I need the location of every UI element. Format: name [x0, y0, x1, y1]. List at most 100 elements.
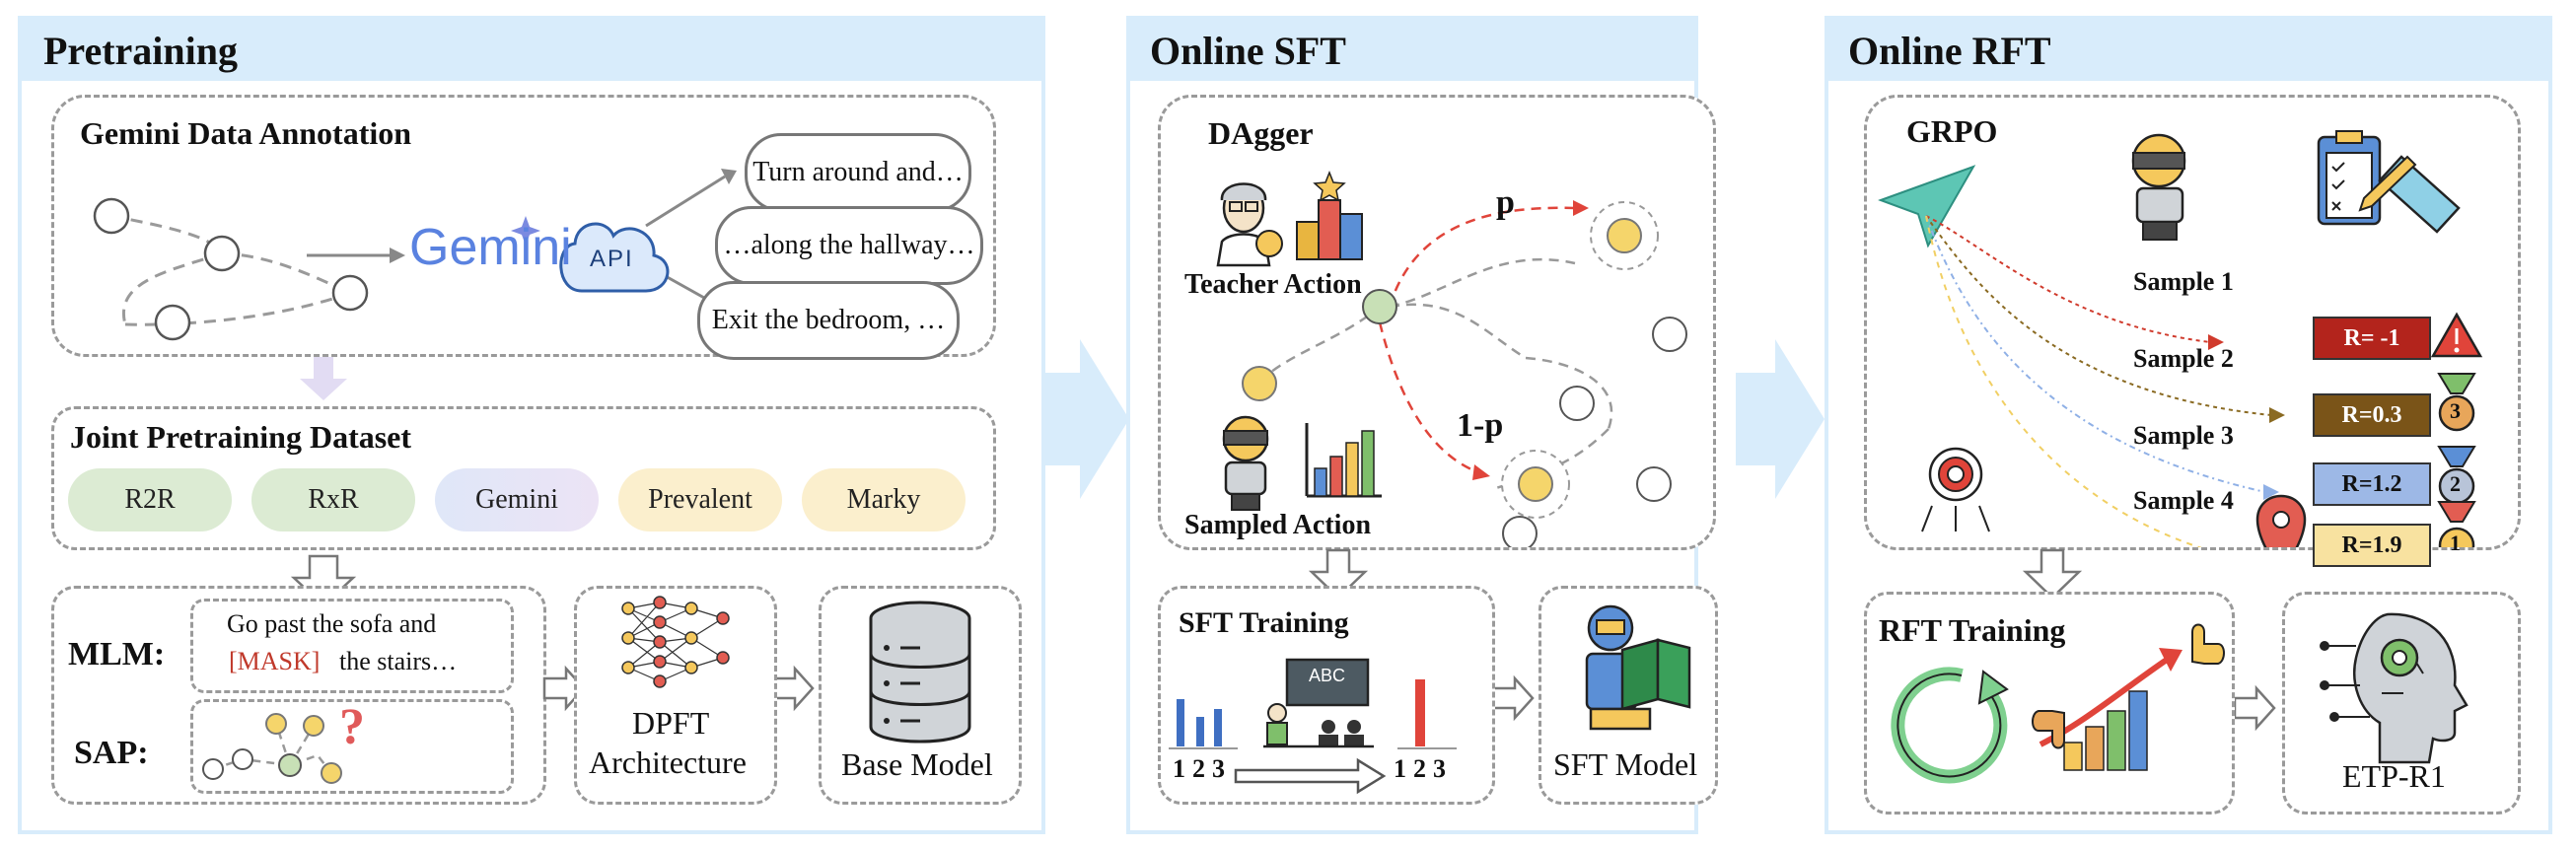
graph-node: [154, 304, 191, 341]
database-icon: [869, 601, 971, 744]
reward-box-1: R= -1: [2313, 317, 2431, 360]
online-sft-header: Online SFT: [1130, 20, 1694, 81]
mlm-mask-token: [MASK]: [229, 647, 321, 675]
thumbs-down-icon: [2032, 710, 2065, 749]
dataset-title: Joint Pretraining Dataset: [70, 419, 412, 455]
medal-number-gold: 1: [2450, 531, 2461, 555]
gemini-logo-text: Gemini: [409, 219, 572, 276]
dagger-box: DAgger: [1158, 95, 1716, 550]
one-minus-p-label: 1-p: [1457, 407, 1504, 444]
tick-right-2: 2: [1413, 754, 1426, 783]
architecture-label-line2: Architecture: [589, 744, 747, 780]
sft-model-label: SFT Model: [1553, 746, 1698, 782]
neural-network-icon: [621, 596, 730, 688]
tick-left-3: 3: [1212, 754, 1225, 783]
dataset-item-gemini: Gemini: [435, 468, 599, 531]
pencil-icon: [2358, 155, 2417, 212]
classroom-icon: [1263, 658, 1374, 748]
annotation-box: Gemini Data Annotation Gemini API Turn a…: [51, 95, 996, 360]
p-label: p: [1496, 184, 1515, 221]
sap-question-mark: ?: [339, 699, 365, 755]
mlm-text-line2: the stairs…: [339, 647, 458, 675]
online-rft-header: Online RFT: [1828, 20, 2548, 81]
robot-icon: [2131, 133, 2186, 241]
tick-left-1: 1: [1173, 754, 1185, 783]
graph-node: [331, 274, 369, 312]
dagger-title: DAgger: [1208, 115, 1314, 151]
base-model-label: Base Model: [841, 746, 993, 782]
sap-label: SAP:: [74, 735, 149, 771]
rft-training-box: RFT Training: [1864, 592, 2235, 815]
online-rft-title: Online RFT: [1848, 29, 2051, 73]
sft-training-graphic: [1169, 658, 1457, 795]
sft-training-box: SFT Training ABC 1 2 3 1 2 3: [1158, 586, 1495, 805]
warning-icon: [2430, 312, 2483, 358]
target-icon: [1921, 447, 1990, 532]
api-cloud-icon: [559, 222, 670, 293]
podium-icon: [1296, 170, 1363, 260]
tick-right-1: 1: [1394, 754, 1406, 783]
paper-plane-icon: [1878, 165, 1976, 248]
online-rft-panel: Online RFT GRPO: [1825, 16, 2552, 834]
board-text: ABC: [1309, 666, 1346, 685]
tasks-box: MLM: Go past the sofa and [MASK] the sta…: [51, 586, 546, 805]
online-sft-panel: Online SFT DAgger: [1126, 16, 1718, 834]
sample-label-3: Sample 3: [2133, 421, 2234, 450]
teacher-action-label: Teacher Action: [1184, 269, 1362, 300]
reward-box-3: R=1.2: [2313, 462, 2431, 506]
thumbs-up-icon: [2191, 623, 2225, 665]
tick-left-2: 2: [1192, 754, 1205, 783]
mlm-text-box: Go past the sofa and [MASK] the stairs…: [190, 599, 514, 693]
api-label: API: [590, 246, 634, 272]
rft-flow-arrows: [2022, 548, 2276, 732]
instruction-bubble-1: Turn around and…: [745, 133, 971, 212]
growth-chart-icon: [2039, 648, 2182, 771]
robot-reading-icon: [1585, 604, 1691, 731]
mlm-text-line1: Go past the sofa and: [227, 609, 437, 638]
tick-right-3: 3: [1433, 754, 1446, 783]
location-pin-icon: [2255, 494, 2307, 547]
grpo-box: GRPO: [1864, 95, 2521, 567]
base-model-box: Base Model: [819, 586, 1022, 805]
sample-label-4: Sample 4: [2133, 486, 2234, 515]
final-model-box: ETP-R1: [2282, 592, 2521, 815]
refresh-cycle-icon: [1891, 667, 2009, 784]
sft-model-box: SFT Model: [1538, 586, 1718, 805]
sample-label-1: Sample 1: [2133, 267, 2234, 296]
sft-flow-arrows: [1308, 548, 1535, 722]
dataset-item-prevalent: Prevalent: [618, 468, 782, 531]
online-sft-title: Online SFT: [1150, 29, 1346, 73]
mlm-label: MLM:: [68, 636, 166, 673]
rft-training-title: RFT Training: [1879, 612, 2066, 648]
rft-training-graphic: [1891, 623, 2225, 784]
reward-box-4: R=1.9: [2313, 524, 2431, 567]
arrow-pretrain-to-sft: [1040, 339, 1129, 499]
dagger-graph: [1216, 170, 1687, 547]
instruction-bubble-3: Exit the bedroom, …: [697, 281, 960, 360]
dataset-box: Joint Pretraining Dataset R2R RxR Gemini…: [51, 406, 996, 550]
sampled-action-label: Sampled Action: [1184, 510, 1372, 540]
pretraining-title: Pretraining: [43, 29, 239, 73]
graph-node: [203, 235, 241, 272]
arrow-sft-to-rft: [1736, 339, 1825, 499]
sap-graph: [202, 713, 342, 784]
dataset-item-r2r: R2R: [68, 468, 232, 531]
medal-number-silver: 2: [2450, 471, 2461, 496]
medal-silver-icon: [2437, 446, 2476, 505]
sft-training-title: SFT Training: [1179, 606, 1349, 639]
medal-number-bronze: 3: [2450, 398, 2461, 423]
dataset-item-rxr: RxR: [251, 468, 415, 531]
pretraining-header: Pretraining: [22, 20, 1041, 81]
annotation-title: Gemini Data Annotation: [80, 115, 412, 151]
sparkle-icon: [511, 216, 540, 246]
medal-gold-icon: [2437, 501, 2476, 547]
pretraining-panel: Pretraining Gemini Data Annotation Gemin…: [18, 16, 1045, 834]
ai-head-icon: [2320, 612, 2469, 764]
grpo-graph: [1878, 130, 2483, 547]
architecture-label-line1: DPFT: [632, 705, 710, 741]
dataset-item-marky: Marky: [802, 468, 966, 531]
reward-box-2: R=0.3: [2313, 393, 2431, 437]
architecture-box: DPFT Architecture: [574, 586, 777, 805]
medal-bronze-icon: [2437, 373, 2476, 432]
